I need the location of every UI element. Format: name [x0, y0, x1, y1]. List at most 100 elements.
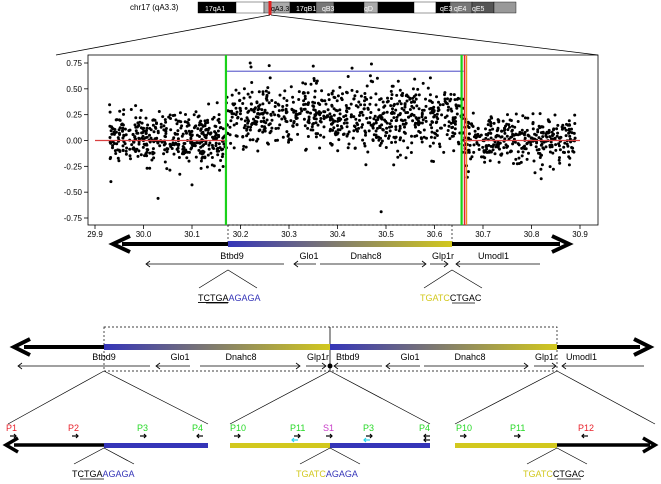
panel2-callout [299, 447, 361, 465]
data-point [322, 117, 326, 121]
data-point [133, 135, 137, 139]
data-point [309, 111, 312, 115]
data-point [394, 125, 398, 129]
data-point [298, 112, 302, 115]
data-point [248, 138, 252, 142]
data-point [264, 89, 268, 93]
data-point [349, 102, 353, 106]
data-point [261, 90, 265, 94]
data-point [270, 99, 274, 102]
data-point [109, 156, 113, 159]
data-point [320, 89, 324, 93]
data-point [115, 142, 119, 146]
data-point [238, 99, 242, 103]
data-point [313, 95, 317, 99]
data-point [208, 132, 212, 136]
y-tick-label: 0.50 [66, 85, 82, 94]
data-point [234, 106, 238, 110]
data-point [234, 113, 238, 117]
x-tick-label: 30.2 [233, 230, 249, 239]
x-tick-label: 30.8 [524, 230, 540, 239]
data-point [306, 126, 310, 130]
gene-label-glo1: Glo1 [299, 251, 318, 261]
data-point [215, 137, 219, 140]
data-point [254, 115, 258, 119]
primer-label-p4: P4 [192, 423, 203, 433]
data-point [171, 114, 175, 117]
data-point [381, 112, 385, 116]
data-point [443, 99, 447, 103]
data-point [563, 151, 566, 154]
data-point [417, 93, 421, 97]
data-point [484, 133, 488, 136]
data-point [531, 122, 535, 126]
data-point [288, 137, 291, 141]
data-point [372, 122, 376, 126]
data-point [313, 89, 317, 93]
data-point [218, 146, 222, 150]
data-point [273, 113, 277, 117]
data-point [212, 147, 216, 150]
data-point [108, 103, 112, 107]
data-point [396, 149, 400, 153]
data-point [301, 81, 305, 85]
data-point [359, 103, 363, 107]
data-point [431, 141, 435, 145]
data-point [449, 92, 453, 96]
data-point [520, 154, 524, 158]
data-point [428, 144, 432, 148]
data-point [437, 100, 440, 104]
data-point [520, 146, 524, 150]
data-point [567, 127, 571, 131]
data-point [408, 108, 412, 111]
data-point [472, 150, 476, 154]
data-point [424, 104, 428, 108]
data-point [482, 150, 486, 154]
data-point [310, 125, 314, 129]
data-point [139, 153, 143, 157]
data-point [261, 130, 265, 134]
data-point [197, 123, 201, 127]
data-point [256, 108, 260, 112]
data-point [484, 145, 488, 148]
data-point [410, 141, 414, 145]
data-point [568, 156, 572, 160]
data-point [422, 128, 426, 132]
data-point [573, 122, 577, 125]
data-point [495, 143, 499, 147]
primer-panels: P1 P2 P3 P4 TCTGAAGAGA P10 P11 S1 P3 P4 [2, 423, 659, 480]
data-point [216, 129, 220, 133]
data-point [159, 122, 163, 126]
data-point-outlier [248, 61, 252, 65]
data-point [323, 110, 327, 114]
data-point [220, 155, 224, 159]
data-point [231, 102, 235, 106]
data-point [403, 105, 407, 109]
data-point [400, 107, 404, 110]
data-point [559, 135, 563, 139]
data-point [280, 117, 284, 121]
data-point [296, 112, 300, 116]
data-point [250, 90, 254, 94]
data-point [312, 116, 316, 120]
data-point [430, 126, 434, 130]
data-point [306, 120, 310, 124]
data-point [547, 128, 551, 132]
data-point [457, 142, 461, 146]
data-point [569, 140, 573, 144]
data-point [328, 112, 332, 116]
data-point [150, 158, 154, 162]
data-point [243, 124, 247, 127]
data-point [384, 134, 387, 138]
data-point [441, 103, 445, 107]
data-point [498, 141, 502, 145]
data-point [428, 76, 432, 80]
data-point [428, 107, 432, 111]
data-point [394, 140, 397, 144]
data-point [247, 119, 250, 123]
primer-label-p4b: P4 [419, 423, 430, 433]
x-tick-label: 30.7 [475, 230, 491, 239]
data-point [315, 79, 319, 83]
data-point [113, 128, 117, 131]
data-point [250, 81, 254, 84]
